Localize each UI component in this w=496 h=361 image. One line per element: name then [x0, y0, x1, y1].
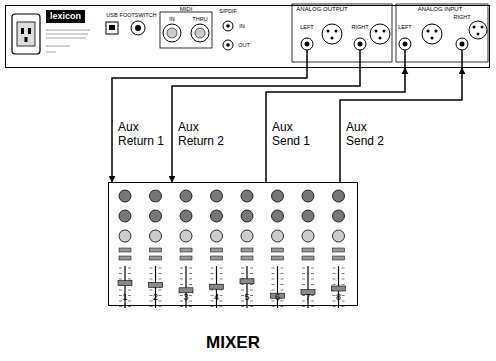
panel-label: ANALOG OUTPUT [296, 6, 347, 13]
spdif-in-jack [226, 24, 230, 28]
pin [28, 28, 31, 34]
panel-label: MIDI [180, 6, 193, 13]
output-right-jack [358, 42, 363, 47]
midi-thru-jack [191, 24, 209, 42]
channel-number: 5 [244, 292, 249, 302]
cable-label: Aux Send 1 [272, 120, 322, 148]
channel-number: 8 [336, 292, 341, 302]
input-right-xlr [469, 21, 487, 39]
midi-panel [160, 12, 212, 48]
footswitch-jack [131, 21, 145, 35]
panel-label: OUT [238, 42, 250, 49]
panel-label: RIGHT [453, 14, 470, 21]
cable-label: Aux Send 2 [346, 120, 396, 148]
mixer-title: MIXER [109, 333, 357, 353]
usb-port [106, 22, 118, 34]
pin [21, 28, 24, 34]
cable-plug [307, 50, 462, 68]
brand-logo: lexicon [46, 10, 85, 23]
midi-in-jack [163, 24, 181, 42]
panel-label: THRU [192, 16, 207, 23]
channel-number: 1 [122, 292, 127, 302]
output-left-jack [305, 42, 310, 47]
channel-number: 3 [183, 292, 188, 302]
panel-label: RIGHT [351, 24, 368, 31]
input-left-jack [399, 38, 411, 50]
spdif-out-jack [226, 43, 230, 47]
output-left-xlr [322, 24, 342, 44]
input-left-jack [403, 42, 408, 47]
cable-connector [340, 68, 462, 182]
midi-thru-jack [195, 28, 205, 38]
midi-in-jack [167, 28, 177, 38]
channel-number: 4 [214, 292, 219, 302]
mixer-box: MIXER [108, 182, 358, 306]
panel-label: LEFT [398, 24, 411, 31]
panel-label: FOOTSWITCH [120, 12, 157, 19]
channel-number: 6 [275, 292, 280, 302]
pin [25, 37, 28, 42]
spdif-out-jack [223, 40, 233, 50]
cable-connector [266, 68, 405, 182]
spdif-in-jack [223, 21, 233, 31]
panel-label: USB [106, 12, 117, 19]
panel-label: S/PDIF [219, 8, 237, 15]
mixer-controls [118, 190, 346, 308]
fine-print [46, 30, 90, 52]
footswitch-jack [135, 25, 141, 31]
input-right-jack [460, 42, 465, 47]
channel-number: 7 [305, 292, 310, 302]
output-right-jack [354, 38, 366, 50]
cable-label: Aux Return 1 [118, 120, 168, 148]
output-left-jack [301, 38, 313, 50]
channel-number: 2 [153, 292, 158, 302]
power-inlet-socket [17, 22, 35, 46]
analog-input-panel [396, 4, 488, 62]
power-inlet [12, 14, 40, 54]
input-left-xlr [422, 24, 442, 44]
input-right-jack [456, 38, 468, 50]
cable-label: Aux Return 2 [178, 120, 228, 148]
output-right-xlr [370, 24, 390, 44]
effects-unit-panel: lexicon [5, 5, 490, 68]
panel-label: ANALOG INPUT [418, 6, 463, 13]
panel-label: IN [169, 16, 175, 23]
usb-port [109, 25, 115, 30]
panel-label: IN [239, 23, 245, 30]
panel-label: LEFT [300, 24, 313, 31]
